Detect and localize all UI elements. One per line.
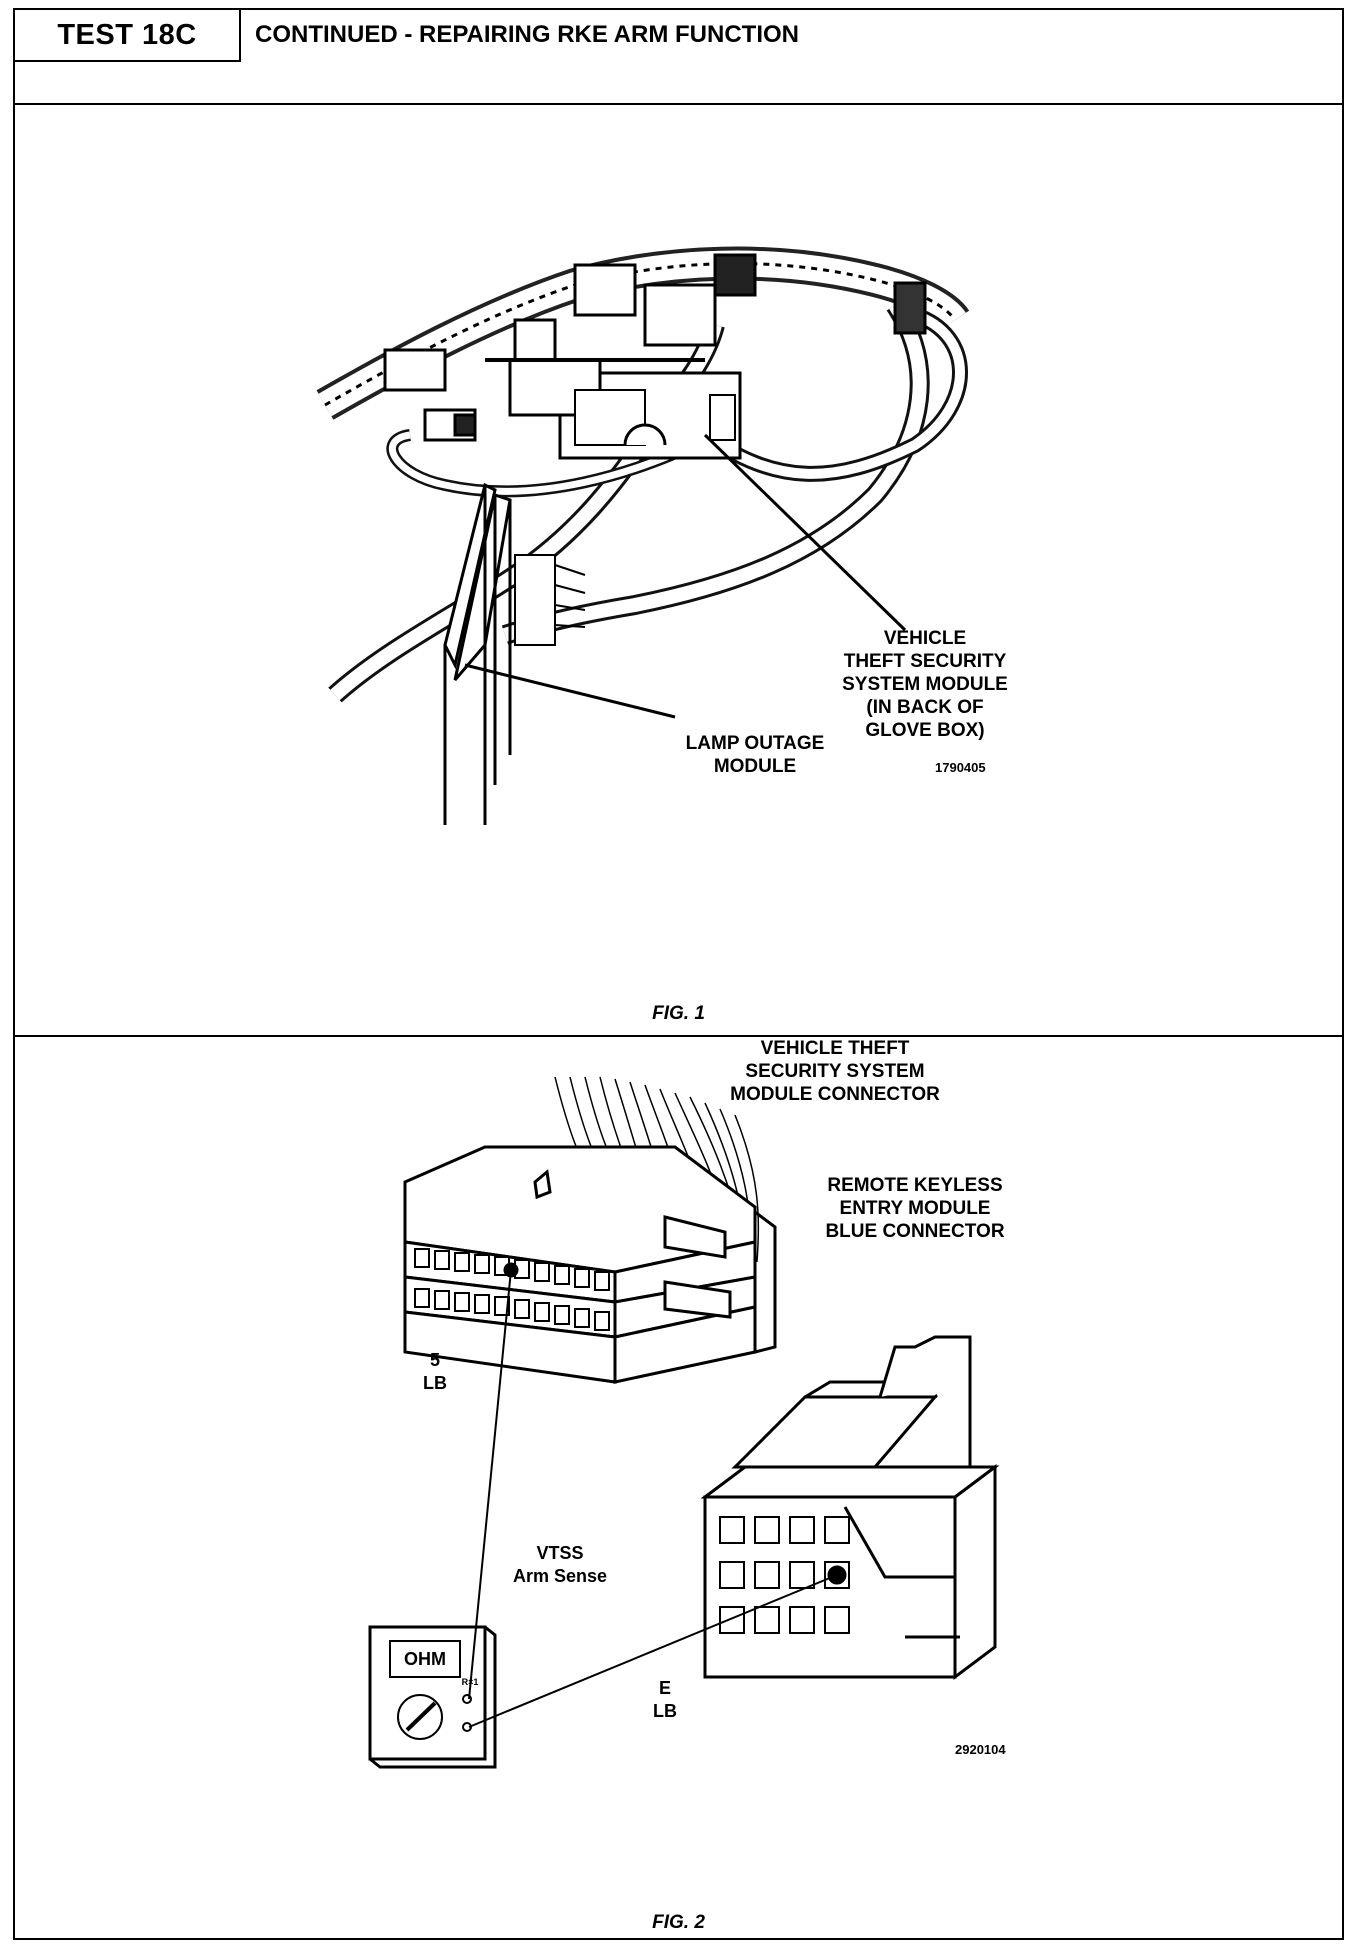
vtss-connector-label-line-2: SECURITY SYSTEM (745, 1061, 925, 1082)
rke-connector-label-line-2: ENTRY MODULE (839, 1198, 991, 1219)
pin-5-label-number: 5 (429, 1350, 440, 1370)
lamp-outage-label-line-2: MODULE (713, 756, 797, 777)
test-number-box: TEST 18C (15, 10, 241, 62)
vtss-module-label-line-2: THEFT SECURITY (843, 651, 1007, 672)
test-label: TEST 18C (57, 18, 197, 51)
rke-connector-label: REMOTE KEYLESS ENTRY MODULE BLUE CONNECT… (805, 1174, 1025, 1243)
ohmmeter-range: R×1 (461, 1677, 479, 1687)
figure-1-illustration (316, 246, 970, 825)
pin-e-label-letter: E (658, 1678, 671, 1698)
pin-e-label-color: LB (653, 1701, 677, 1721)
vtss-connector-label: VEHICLE THEFT SECURITY SYSTEM MODULE CON… (715, 1037, 955, 1106)
header: TEST 18C CONTINUED - REPAIRING RKE ARM F… (15, 10, 1342, 105)
vtss-arm-sense-label-line-1: VTSS (536, 1543, 584, 1563)
vtss-arm-sense-label-line-2: Arm Sense (512, 1566, 608, 1586)
rke-connector-label-line-1: REMOTE KEYLESS (827, 1175, 1003, 1196)
page-title: CONTINUED - REPAIRING RKE ARM FUNCTION (255, 21, 799, 48)
figure-2-caption: FIG. 2 (652, 1912, 705, 1933)
figure-1-caption: FIG. 1 (652, 1003, 705, 1024)
figure-2-illustration (368, 1076, 1000, 1769)
vtss-module-label-line-3: SYSTEM MODULE (842, 674, 1008, 695)
vtss-connector-label-line-3: MODULE CONNECTOR (730, 1084, 940, 1105)
vtss-connector-label-line-1: VEHICLE THEFT (760, 1038, 910, 1059)
lamp-outage-label: LAMP OUTAGE MODULE (665, 732, 845, 778)
figure-1-number: 1790405 (935, 760, 986, 775)
lamp-outage-label-line-1: LAMP OUTAGE (685, 733, 825, 754)
pin-5-label: 5 LB (415, 1349, 455, 1395)
page-frame: TEST 18C CONTINUED - REPAIRING RKE ARM F… (13, 8, 1344, 1940)
vtss-module-label-line-4: (IN BACK OF (866, 697, 984, 718)
vtss-arm-sense-label: VTSS Arm Sense (490, 1542, 630, 1588)
rke-connector-label-line-3: BLUE CONNECTOR (825, 1221, 1005, 1242)
figure-1-panel: VEHICLE THEFT SECURITY SYSTEM MODULE (IN… (15, 105, 1342, 1037)
vtss-module-label-line-1: VEHICLE (883, 628, 967, 649)
pin-e-label: E LB (640, 1677, 690, 1723)
vtss-module-label-line-5: GLOVE BOX) (865, 720, 985, 741)
pin-5-label-color: LB (423, 1373, 447, 1393)
figure-2-number: 2920104 (955, 1742, 1006, 1757)
figure-2-panel: VEHICLE THEFT SECURITY SYSTEM MODULE CON… (15, 1037, 1342, 1940)
ohmmeter-display: OHM (404, 1649, 446, 1669)
vtss-module-label: VEHICLE THEFT SECURITY SYSTEM MODULE (IN… (815, 627, 1035, 742)
